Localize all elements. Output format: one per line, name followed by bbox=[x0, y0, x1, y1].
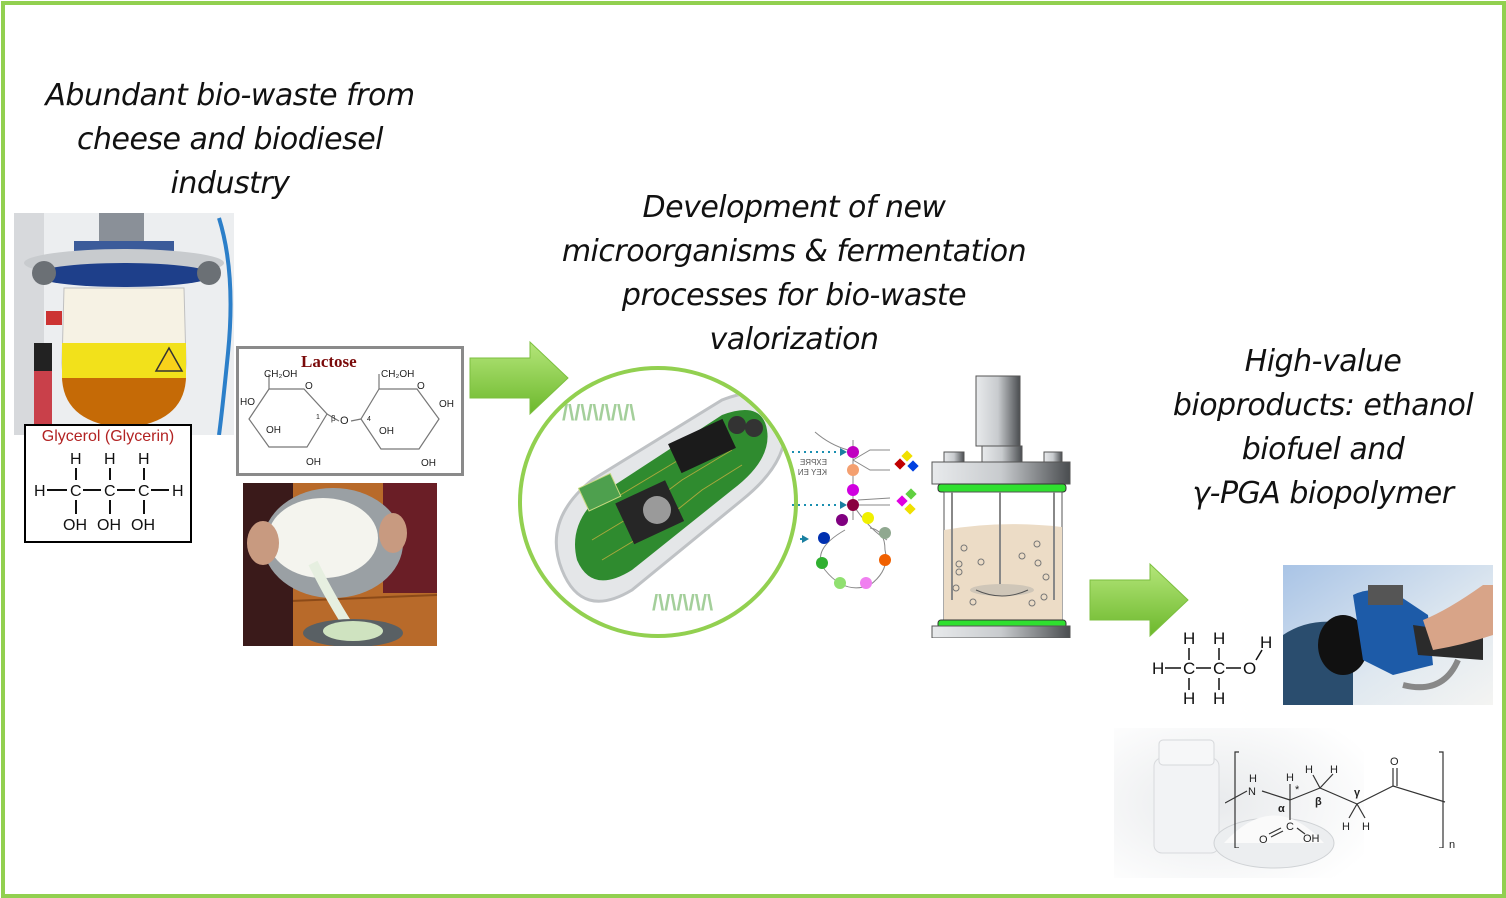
bioreactor-photo bbox=[14, 213, 234, 435]
chem-label: N bbox=[1248, 786, 1256, 798]
chem-label: β bbox=[331, 414, 336, 423]
chem-label: H bbox=[1183, 689, 1195, 708]
caption-line: industry bbox=[170, 166, 290, 201]
svg-text:/\/\/\/\/\/\: /\/\/\/\/\/\ bbox=[562, 400, 635, 425]
chem-label: O bbox=[417, 381, 425, 392]
caption-line: valorization bbox=[709, 322, 879, 357]
caption-line: γ-PGA biopolymer bbox=[1192, 476, 1454, 511]
caption-line: cheese and biodiesel bbox=[76, 122, 384, 157]
chem-label: 1 bbox=[316, 414, 320, 421]
chem-label: C bbox=[1213, 659, 1225, 678]
chem-label: O bbox=[340, 415, 349, 427]
chem-label: O bbox=[1390, 756, 1399, 768]
chem-label: OH bbox=[1303, 833, 1320, 845]
caption-line: High-value bbox=[1244, 344, 1402, 379]
arrow-right-icon bbox=[469, 340, 569, 416]
chem-label: OH bbox=[439, 399, 454, 410]
caption-line: Abundant bio-waste from bbox=[45, 78, 415, 113]
caption-line: microorganisms & fermentation bbox=[561, 234, 1027, 269]
caption-line: bioproducts: ethanol bbox=[1172, 388, 1474, 423]
fermenter-diagram bbox=[926, 372, 1074, 639]
chem-label: H bbox=[1342, 821, 1350, 833]
svg-text:C: C bbox=[138, 483, 150, 500]
svg-text:H: H bbox=[172, 483, 184, 500]
arrow-right-icon bbox=[1089, 562, 1189, 638]
chem-label: C bbox=[1183, 659, 1195, 678]
chem-label: γ bbox=[1354, 787, 1361, 799]
caption-line: Development of new bbox=[642, 190, 946, 225]
chem-label: H bbox=[1249, 773, 1257, 785]
chem-label: β bbox=[1315, 796, 1322, 808]
chem-label: 4 bbox=[367, 416, 371, 423]
lactose-structure: Lactose CH₂OH O HO OH OH 1 β O 4 CH₂OH O… bbox=[236, 346, 464, 476]
stage2-caption: Development of new microorganisms & ferm… bbox=[534, 186, 1054, 362]
svg-text:H: H bbox=[138, 451, 150, 468]
chem-label: OH bbox=[379, 426, 394, 437]
pathway-label: KEY EN bbox=[798, 468, 827, 477]
svg-text:H: H bbox=[104, 451, 116, 468]
ethanol-structure: H H H H C C O H H bbox=[1152, 629, 1272, 708]
chem-label: H bbox=[1330, 764, 1338, 776]
svg-text:H: H bbox=[70, 451, 82, 468]
metabolic-pathway-diagram: EXPRE KEY EN bbox=[790, 420, 930, 590]
whey-photo bbox=[243, 483, 437, 646]
lactose-title: Lactose bbox=[301, 352, 357, 371]
svg-text:C: C bbox=[70, 483, 82, 500]
stage1-caption: Abundant bio-waste from cheese and biodi… bbox=[20, 74, 440, 206]
chem-label: H bbox=[1286, 772, 1294, 784]
chem-label: H bbox=[1152, 659, 1164, 678]
chem-label: * bbox=[1295, 784, 1300, 796]
glycerol-formula: H H H H C C C H OH OH OH bbox=[34, 451, 184, 534]
chem-label: H bbox=[1305, 764, 1313, 776]
chem-label: OH bbox=[421, 458, 436, 469]
chem-label: CH₂OH bbox=[264, 369, 297, 380]
glycerol-title: Glycerol (Glycerin) bbox=[41, 428, 175, 445]
chem-label: OH bbox=[306, 457, 321, 468]
chem-label: H bbox=[1213, 629, 1225, 648]
pga-structure: N H H * α C O OH H H β γ H H O n bbox=[1225, 751, 1455, 848]
chem-label: H bbox=[1213, 689, 1225, 708]
pga-powder-photo bbox=[1114, 728, 1364, 878]
svg-text:H: H bbox=[34, 483, 46, 500]
chem-label: α bbox=[1278, 803, 1285, 815]
caption-line: processes for bio-waste bbox=[621, 278, 967, 313]
lactose-formula: CH₂OH O HO OH OH 1 β O 4 CH₂OH O OH OH O… bbox=[240, 369, 454, 469]
svg-text:OH: OH bbox=[97, 517, 121, 534]
synthetic-cell-illustration: /\/\/\/\/\/\ /\/\/\/\/\ bbox=[518, 366, 798, 638]
chem-label: H bbox=[1362, 821, 1370, 833]
svg-text:OH: OH bbox=[131, 517, 155, 534]
chem-label: CH₂OH bbox=[381, 369, 414, 380]
chem-label: H bbox=[1260, 633, 1272, 652]
chem-label: H bbox=[1183, 629, 1195, 648]
chem-label: n bbox=[1449, 839, 1455, 848]
chem-label: O bbox=[1243, 659, 1256, 678]
svg-text:/\/\/\/\/\: /\/\/\/\/\ bbox=[652, 590, 713, 615]
fuel-nozzle-photo bbox=[1283, 565, 1493, 705]
glycerol-structure: Glycerol (Glycerin) H H H H C C C H OH OH OH bbox=[24, 424, 192, 543]
pathway-label: EXPRE bbox=[800, 458, 827, 467]
svg-text:C: C bbox=[104, 483, 116, 500]
chem-label: O bbox=[1259, 834, 1268, 846]
chem-label: O bbox=[305, 381, 313, 392]
stage3-caption: High-value bioproducts: ethanol biofuel … bbox=[1148, 340, 1498, 516]
chem-label: OH bbox=[266, 425, 281, 436]
svg-text:OH: OH bbox=[63, 517, 87, 534]
chem-label: HO bbox=[240, 397, 255, 408]
caption-line: biofuel and bbox=[1241, 432, 1405, 467]
chem-label: C bbox=[1286, 821, 1294, 833]
